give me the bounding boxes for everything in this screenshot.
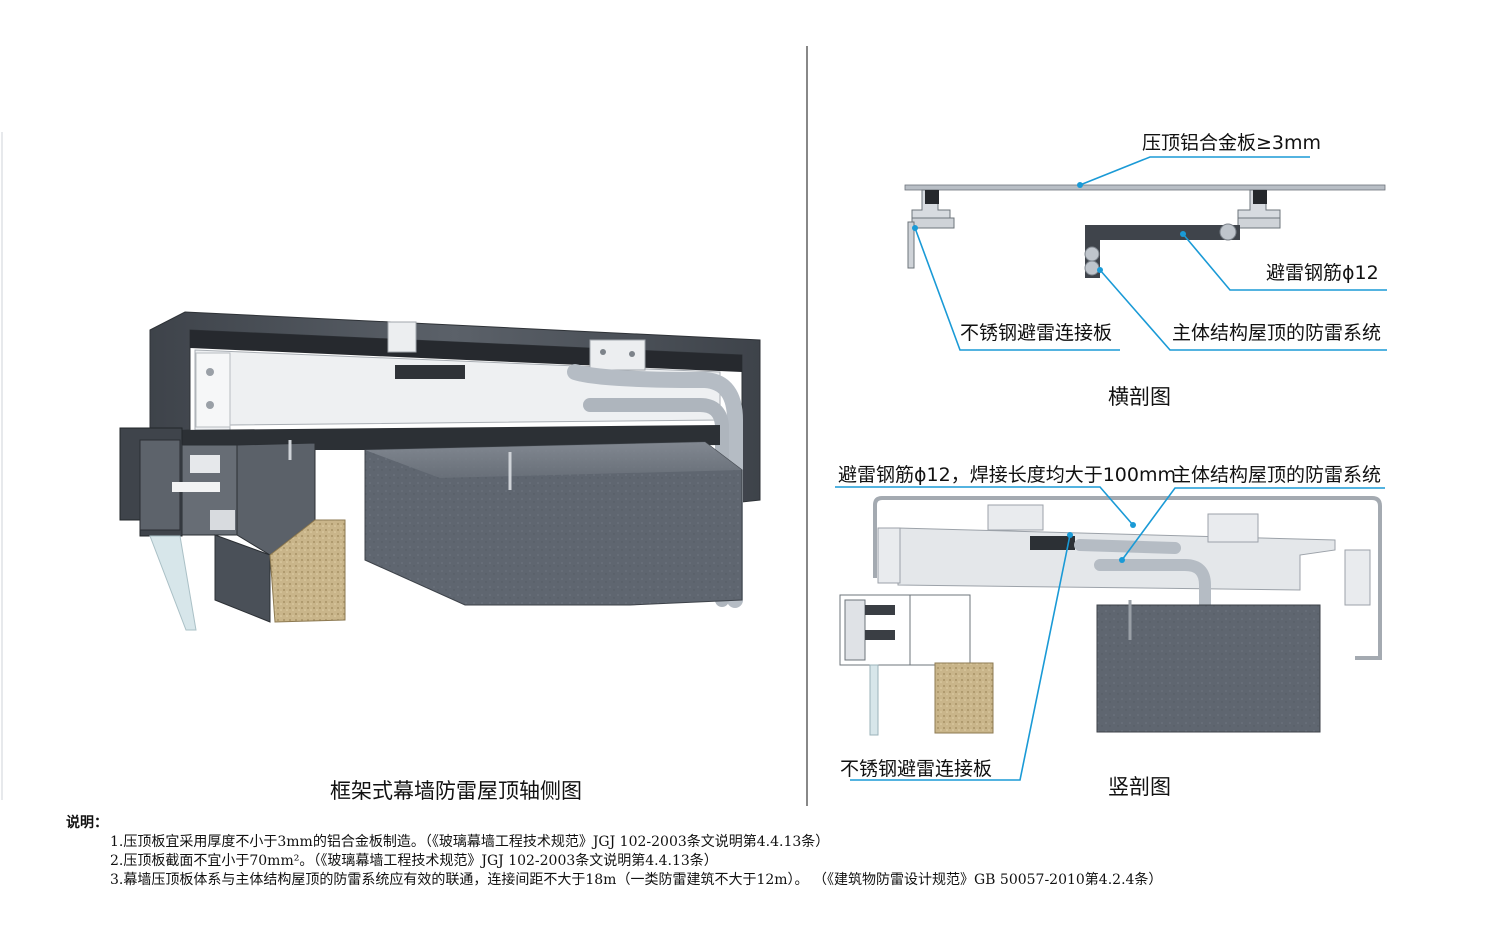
- label-coping-plate: 压顶铝合金板≥3mm: [1142, 132, 1322, 154]
- cross-section-leaders: [914, 156, 1387, 351]
- insulation-section: [934, 662, 994, 734]
- coping-plate-section: [904, 184, 1386, 191]
- cross-section-drawing: [904, 156, 1387, 351]
- label-roof-system: 主体结构屋顶的防雷系统: [1172, 322, 1382, 344]
- label-roof-system-vertical: 主体结构屋顶的防雷系统: [1172, 464, 1382, 486]
- label-stainless-plate-vertical: 不锈钢避雷连接板: [840, 758, 993, 780]
- lightning-rebar: [567, 364, 743, 608]
- axonometric-title: 框架式幕墙防雷屋顶轴侧图: [330, 779, 582, 803]
- cross-section-title: 横剖图: [1108, 385, 1171, 409]
- vertical-section-title: 竖剖图: [1108, 775, 1171, 799]
- axonometric-drawing: [119, 311, 761, 631]
- note-item: 3.幕墙压顶板体系与主体结构屋顶的防雷系统应有效的联通，连接间距不大于18m（一…: [110, 872, 1163, 888]
- concrete-block: [364, 441, 743, 606]
- note-item: 1.压顶板宜采用厚度不小于3mm的铝合金板制造。（《玻璃幕墙工程技术规范》JGJ…: [110, 834, 830, 850]
- concrete-section: [1096, 604, 1321, 733]
- vertical-section-leaders: [835, 486, 1385, 781]
- note-item: 2.压顶板截面不宜小于70mm²。（《玻璃幕墙工程技术规范》JGJ 102-20…: [110, 853, 718, 869]
- glass-panel: [149, 535, 197, 631]
- insulation: [269, 519, 346, 623]
- stainless-plate-section: [1085, 225, 1240, 278]
- rebar-section: [1074, 539, 1181, 554]
- label-rebar: 避雷钢筋ϕ12: [1266, 262, 1379, 284]
- notes-block: 说明： 1.压顶板宜采用厚度不小于3mm的铝合金板制造。（《玻璃幕墙工程技术规范…: [66, 814, 1162, 890]
- label-rebar-weld: 避雷钢筋ϕ12，焊接长度均大于100mm: [838, 464, 1176, 486]
- notes-heading: 说明：: [66, 815, 108, 831]
- label-stainless-plate: 不锈钢避雷连接板: [960, 322, 1113, 344]
- vertical-section-drawing: [835, 486, 1385, 781]
